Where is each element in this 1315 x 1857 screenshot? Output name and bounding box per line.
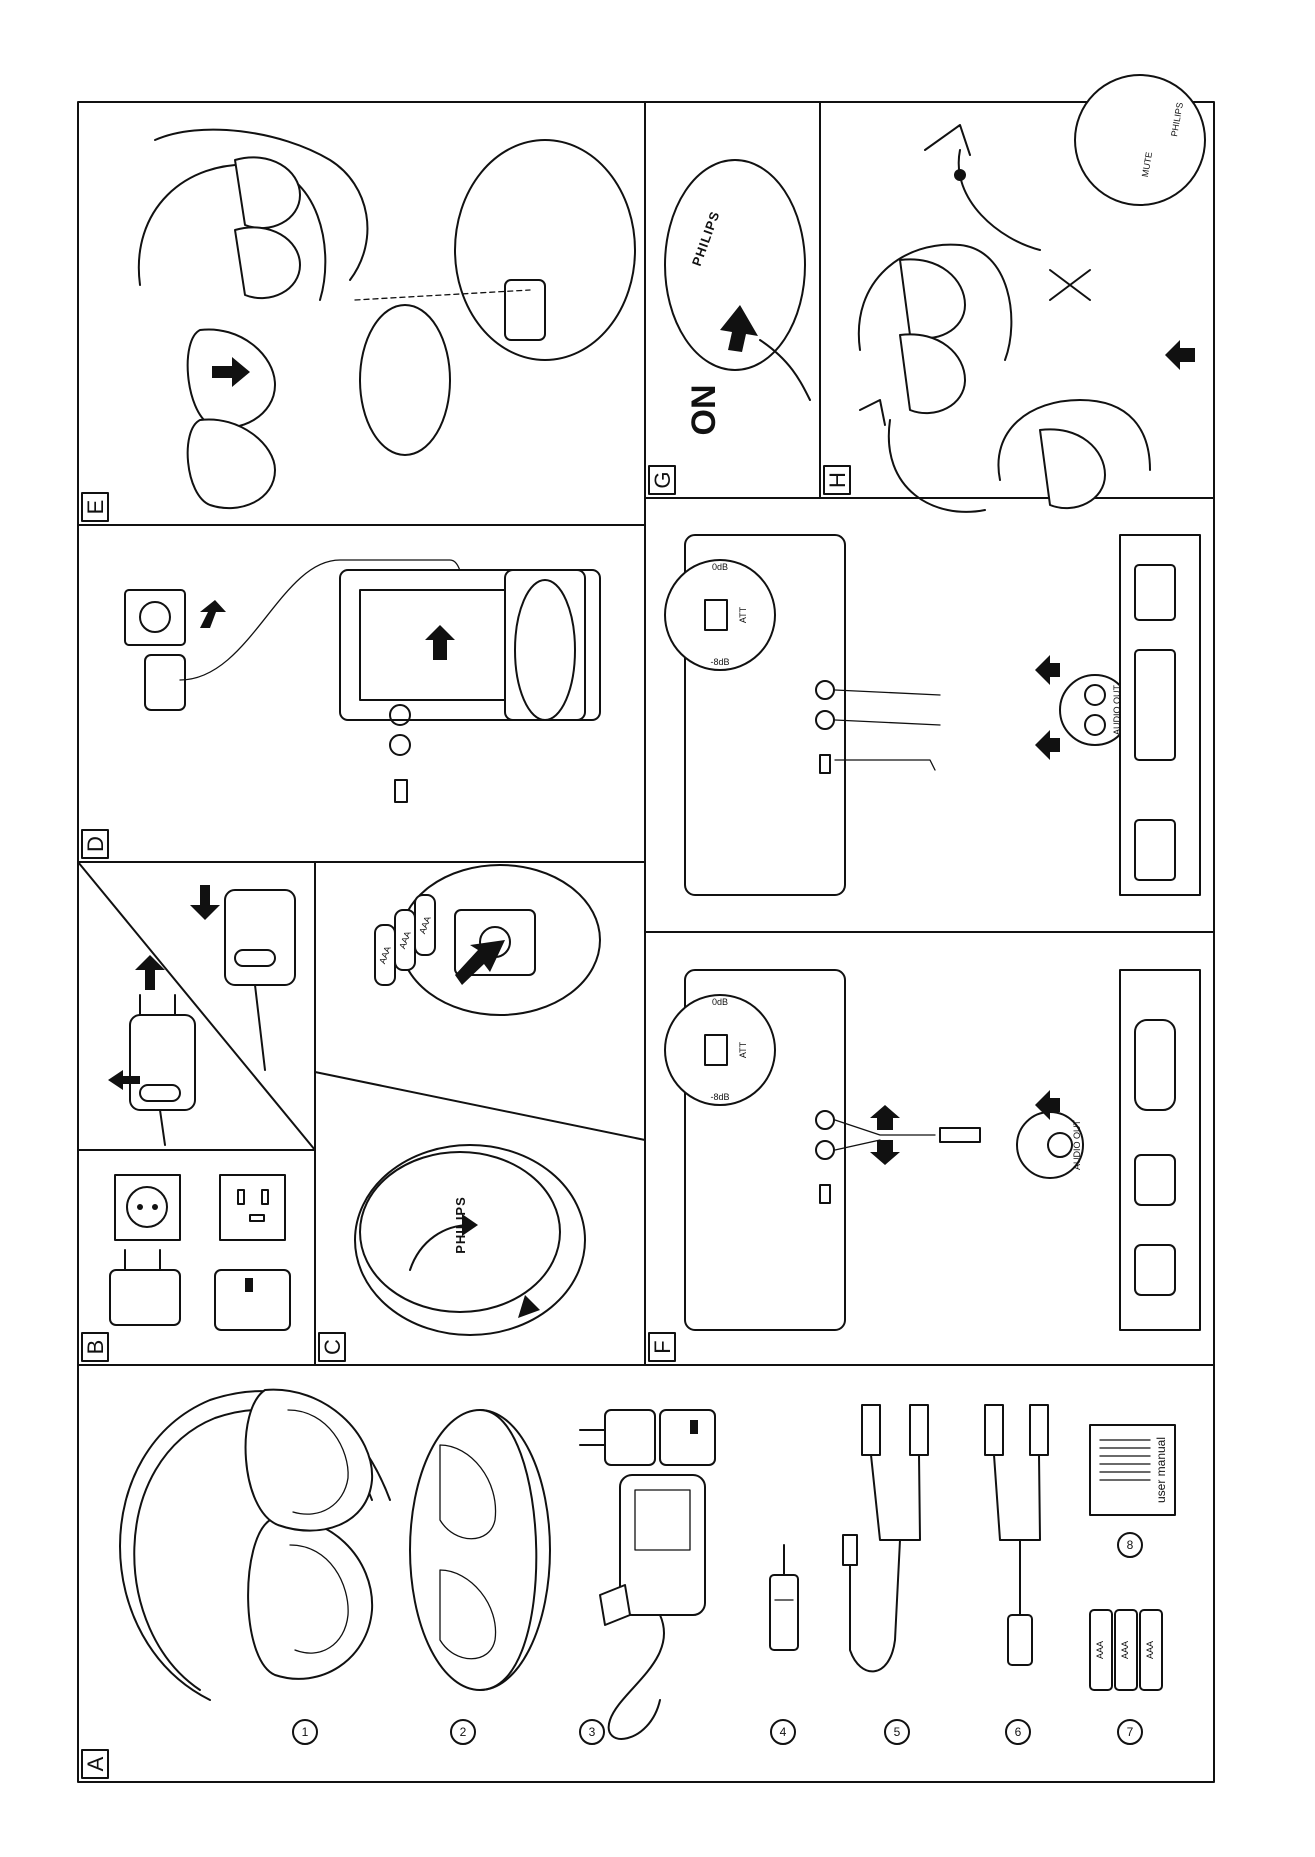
user-manual-drawing: user manual bbox=[1090, 1425, 1175, 1515]
svg-text:AAA: AAA bbox=[1120, 1641, 1130, 1659]
svg-text:7: 7 bbox=[1127, 1725, 1134, 1739]
panel-label-a: A bbox=[82, 1750, 108, 1778]
svg-text:AAA: AAA bbox=[1145, 1641, 1155, 1659]
panel-label-g: G bbox=[649, 466, 675, 494]
rca-to-rca-cable-drawing bbox=[985, 1405, 1048, 1665]
part-number-6: 6 bbox=[1006, 1720, 1030, 1744]
part-number-8: 8 bbox=[1118, 1533, 1142, 1557]
svg-text:user manual: user manual bbox=[1154, 1437, 1168, 1503]
svg-text:6: 6 bbox=[1015, 1725, 1022, 1739]
panel-label-c: C bbox=[319, 1333, 345, 1361]
panel-c-battery-insertion: PHILIPS AAA AAA AAA bbox=[355, 865, 600, 1335]
part-number-4: 4 bbox=[771, 1720, 795, 1744]
panel-g-power-on: ON PHILIPS bbox=[665, 160, 810, 436]
svg-text:0dB: 0dB bbox=[712, 562, 728, 572]
svg-text:H: H bbox=[825, 472, 850, 488]
svg-text:E: E bbox=[83, 500, 108, 515]
svg-text:ATT: ATT bbox=[738, 606, 748, 623]
base-station-drawing bbox=[410, 1410, 550, 1690]
svg-text:0dB: 0dB bbox=[712, 997, 728, 1007]
jack-adapter-drawing bbox=[770, 1545, 798, 1650]
svg-text:8: 8 bbox=[1127, 1538, 1134, 1552]
svg-text:A: A bbox=[83, 1756, 108, 1771]
svg-text:AUDIO OUT: AUDIO OUT bbox=[1072, 1120, 1082, 1171]
svg-text:5: 5 bbox=[894, 1725, 901, 1739]
power-adapter-drawing bbox=[580, 1410, 715, 1739]
stereo-to-rca-cable-drawing bbox=[843, 1405, 928, 1671]
svg-text:ATT: ATT bbox=[738, 1041, 748, 1058]
batteries-drawing: AAA AAA AAA bbox=[1090, 1610, 1162, 1690]
svg-text:1: 1 bbox=[302, 1725, 309, 1739]
panel-d-power-connection bbox=[125, 560, 600, 802]
panel-label-h: H bbox=[824, 466, 850, 494]
panel-label-e: E bbox=[82, 493, 108, 521]
part-number-2: 2 bbox=[451, 1720, 475, 1744]
svg-text:ON: ON bbox=[685, 385, 723, 436]
svg-text:3: 3 bbox=[589, 1725, 596, 1739]
panel-a-contents: AAA AAA AAA user manual 1 2 3 4 5 6 7 8 bbox=[120, 1390, 1175, 1744]
svg-text:F: F bbox=[650, 1340, 675, 1353]
panel-label-b: B bbox=[82, 1333, 108, 1361]
svg-text:D: D bbox=[83, 836, 108, 852]
svg-text:C: C bbox=[320, 1339, 345, 1355]
panel-label-d: D bbox=[82, 830, 108, 858]
part-number-3: 3 bbox=[580, 1720, 604, 1744]
panel-h-mute: MUTE PHILIPS bbox=[859, 75, 1205, 512]
panel-e-charging bbox=[139, 130, 635, 508]
panel-f-hifi-connection: AUDIO OUT ATT 0dB -8dB bbox=[665, 535, 1200, 895]
panel-label-f: F bbox=[649, 1333, 675, 1361]
part-number-1: 1 bbox=[293, 1720, 317, 1744]
svg-text:-8dB: -8dB bbox=[710, 657, 729, 667]
svg-text:2: 2 bbox=[460, 1725, 467, 1739]
part-number-7: 7 bbox=[1118, 1720, 1142, 1744]
part-number-5: 5 bbox=[885, 1720, 909, 1744]
panel-f-portable-connection: AUDIO OUT ATT 0dB -8dB bbox=[665, 970, 1200, 1330]
panel-b-plugs-and-sockets bbox=[110, 1175, 290, 1330]
headphones-drawing bbox=[120, 1390, 390, 1700]
svg-text:-8dB: -8dB bbox=[710, 1092, 729, 1102]
svg-text:G: G bbox=[650, 471, 675, 488]
adapter-plug-swap-drawing bbox=[108, 885, 295, 1145]
svg-text:AAA: AAA bbox=[1095, 1641, 1105, 1659]
svg-text:B: B bbox=[83, 1340, 108, 1355]
svg-text:4: 4 bbox=[780, 1725, 787, 1739]
